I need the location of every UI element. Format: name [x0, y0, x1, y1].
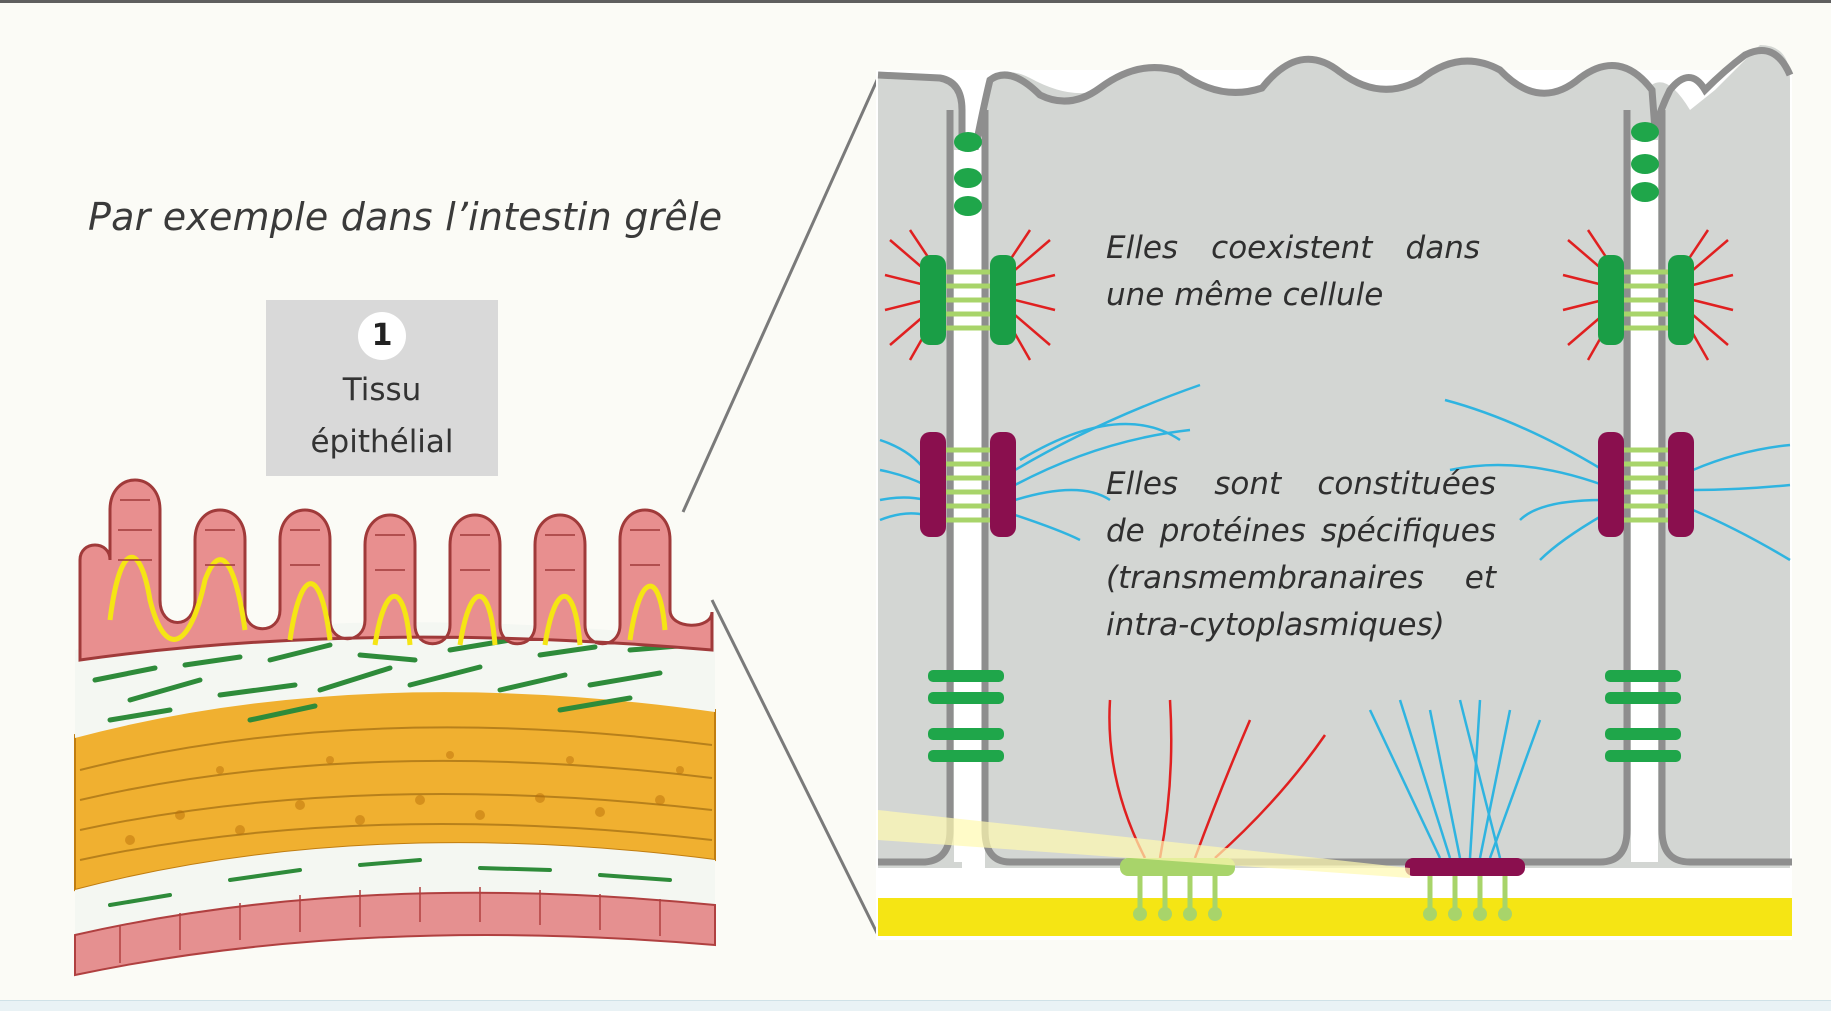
muscle-fibers: [79, 726, 713, 861]
actin-filaments-right: [1562, 229, 1734, 361]
zoom-line-top: [681, 77, 880, 513]
adherens-junction-right: [1562, 229, 1734, 361]
annotation-proteins-line3: (transmembranaires et: [1106, 560, 1496, 596]
adherens-plaque-left-a: [920, 255, 946, 345]
tight-junction-right: [1631, 122, 1659, 202]
bottom-border: [0, 1000, 1831, 1011]
adherens-plaque-right-a: [1598, 255, 1624, 345]
lateral-membrane-right-b: [1658, 110, 1792, 866]
adherens-plaque-right-b: [1668, 255, 1694, 345]
example-caption: Par exemple dans l’intestin grêle: [88, 195, 723, 239]
gap-junction-right: [1605, 670, 1681, 762]
light-beam: [878, 810, 1410, 878]
cell-junction-schematic: [876, 45, 1794, 940]
apical-membrane: [877, 47, 1794, 160]
connective-fibers: [92, 637, 693, 723]
annotation-proteins: Elles sont constituées de protéines spéc…: [1106, 461, 1496, 649]
villi-cells: [118, 499, 660, 571]
desmosome-plaque-right-a: [1598, 432, 1624, 537]
hemidesmosome-keratin: [1368, 699, 1542, 859]
tight-junction-left: [954, 132, 982, 216]
annotation-coexist-line1: Elles coexistent dans: [1106, 230, 1480, 266]
outer-connective: [75, 843, 715, 935]
cytoplasm: [878, 45, 1790, 878]
actin-filaments-left: [884, 229, 1056, 361]
annotation-coexist: Elles coexistent dans une même cellule: [1106, 225, 1480, 319]
adherens-junction-left: [884, 229, 1056, 361]
adherens-plaque-left-b: [990, 255, 1016, 345]
desmosome-left: [879, 383, 1201, 542]
annotation-proteins-line2: de protéines spécifiques: [1106, 513, 1496, 549]
outer-fibers: [108, 858, 672, 907]
lateral-membrane-right-a: [1480, 110, 1631, 866]
keratin-filaments-right: [1444, 398, 1791, 562]
integrin-feet-focal: [1133, 907, 1222, 921]
hemidesmosome-plaque: [1405, 858, 1525, 876]
desmosome-plaque-left-b: [990, 432, 1016, 537]
cadherin-left: [946, 269, 990, 331]
gap-junction-left: [928, 670, 1004, 762]
basal-space: [878, 868, 1792, 896]
intercellular-space-right: [1631, 140, 1658, 862]
desmosome-plaque-left-a: [920, 432, 946, 537]
desmosome-right: [1444, 398, 1791, 562]
tissue-label-line2: épithélial: [310, 424, 454, 460]
integrins-focal: [1137, 876, 1218, 912]
muscle-nuclei: [125, 751, 684, 845]
integrin-feet-hemi: [1423, 907, 1512, 921]
tissue-label-box: 1 Tissu épithélial: [266, 300, 498, 476]
outer-epithelium: [74, 891, 716, 977]
desmoglein-right: [1624, 447, 1668, 523]
villi-basal-line: [107, 554, 668, 646]
intestine-section-illustration: [74, 478, 716, 977]
cadherin-right: [1624, 269, 1668, 331]
annotation-proteins-line4: intra-cytoplasmiques): [1106, 607, 1445, 643]
basement-membrane: [878, 898, 1792, 936]
tissue-number-badge: 1: [358, 312, 406, 360]
top-border: [0, 0, 1831, 3]
integrins-hemi: [1427, 876, 1508, 912]
annotation-proteins-line1: Elles sont constituées: [1106, 466, 1496, 502]
cytoplasm-top: [985, 58, 1650, 878]
outer-epithelium-cells: [119, 887, 661, 963]
tissue-label-line1: Tissu: [342, 372, 422, 408]
desmosome-plaque-right-b: [1668, 432, 1694, 537]
zoom-line-bottom: [710, 599, 880, 936]
hemidesmosome: [1368, 699, 1542, 921]
desmoglein-left: [946, 447, 990, 523]
annotation-coexist-line2: une même cellule: [1106, 277, 1384, 313]
